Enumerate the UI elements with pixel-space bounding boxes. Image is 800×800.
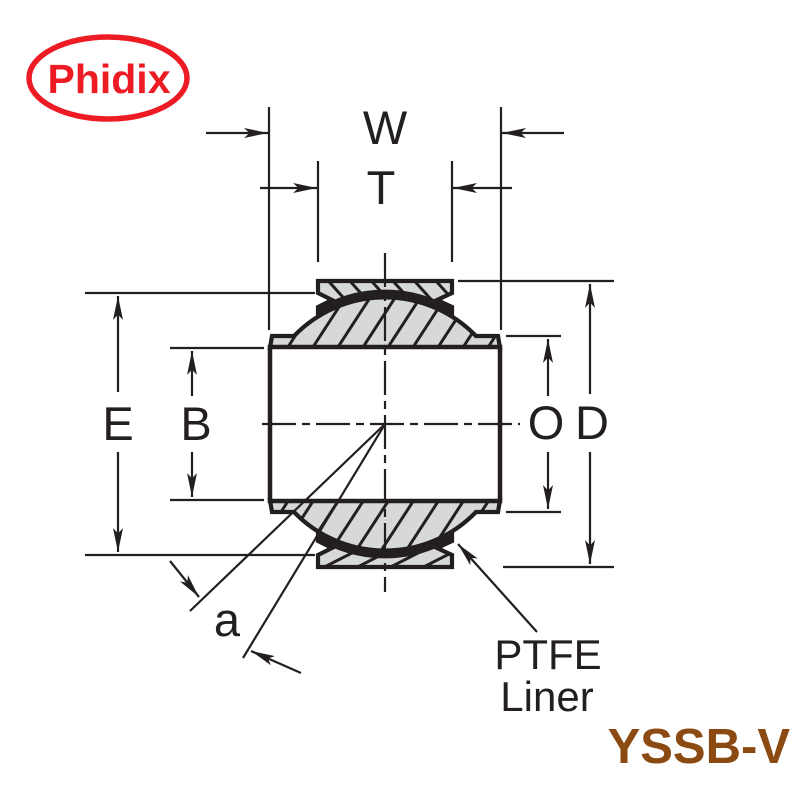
- dim-label-o: O: [528, 396, 565, 449]
- angle-ray-lower: [242, 423, 386, 659]
- angle-ray-upper: [189, 423, 386, 612]
- dim-label-d: D: [575, 396, 609, 449]
- ptfe-leader-arrow: [457, 543, 538, 633]
- dim-label-t: T: [367, 161, 396, 214]
- logo-oval: [26, 34, 190, 122]
- part-code-label: YSSB-V: [608, 720, 791, 774]
- ptfe-callout-line2: Liner: [500, 673, 593, 720]
- dim-label-angle: a: [214, 593, 241, 646]
- dim-label-e: E: [102, 397, 133, 450]
- angle-arrow-lower: [250, 649, 302, 675]
- dim-label-w: W: [363, 101, 408, 154]
- angle-arrow-upper: [169, 560, 200, 598]
- logo-text: Phidix: [47, 56, 170, 102]
- dim-label-b: B: [180, 397, 211, 450]
- logo: Phidix: [26, 34, 190, 122]
- ptfe-callout-line1: PTFE: [494, 631, 601, 678]
- extension-lines: [85, 107, 614, 569]
